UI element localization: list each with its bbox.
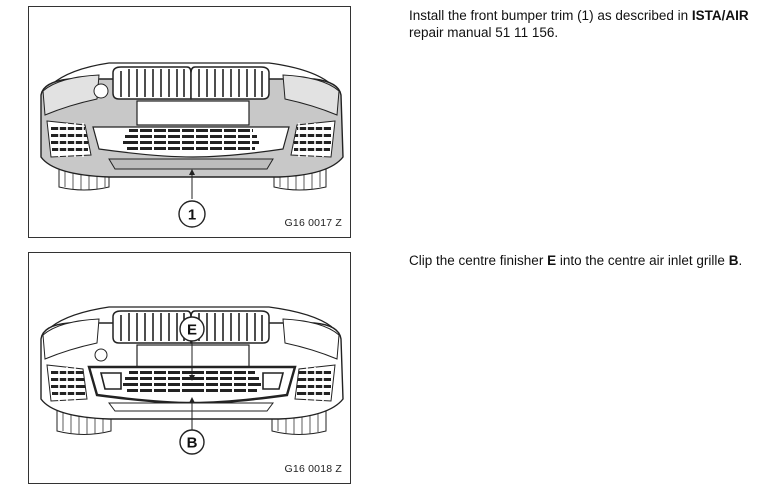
license-plate	[136, 100, 250, 126]
step-clip-centre-finisher: Clip the centre finisher E into the cent…	[409, 252, 759, 269]
callout-1-label: 1	[188, 207, 196, 224]
figure-centre-finisher: E B G16 0018 Z	[28, 252, 351, 484]
figure-code: G16 0017 Z	[284, 217, 342, 229]
figure-code: G16 0018 Z	[284, 463, 342, 475]
callout-e-label: E	[187, 322, 197, 339]
step1-text-a: Install the front bumper trim (1) as des…	[409, 8, 692, 23]
step2-text-a: Clip the centre finisher	[409, 253, 548, 268]
figure-front-bumper-trim: 1 G16 0017 Z	[28, 6, 351, 238]
step1-text-b: repair manual 51 11 156.	[409, 25, 559, 40]
step1-bold-manual: ISTA/AIR	[691, 8, 749, 23]
callout-b-label: B	[187, 435, 198, 452]
step2-text-b: into the centre air inlet grille	[556, 253, 729, 268]
step2-text-c: .	[738, 253, 743, 268]
kidney-grille	[112, 66, 270, 100]
step2-bold-e: E	[547, 253, 557, 268]
callout-1-circle	[178, 200, 206, 228]
step-install-bumper-trim: Install the front bumper trim (1) as des…	[409, 7, 759, 41]
callout-b-circle	[179, 429, 205, 455]
bumper-illustration-1: 1	[40, 62, 344, 228]
bumper-illustration-2: E B	[40, 306, 344, 455]
step2-bold-b: B	[728, 253, 739, 268]
